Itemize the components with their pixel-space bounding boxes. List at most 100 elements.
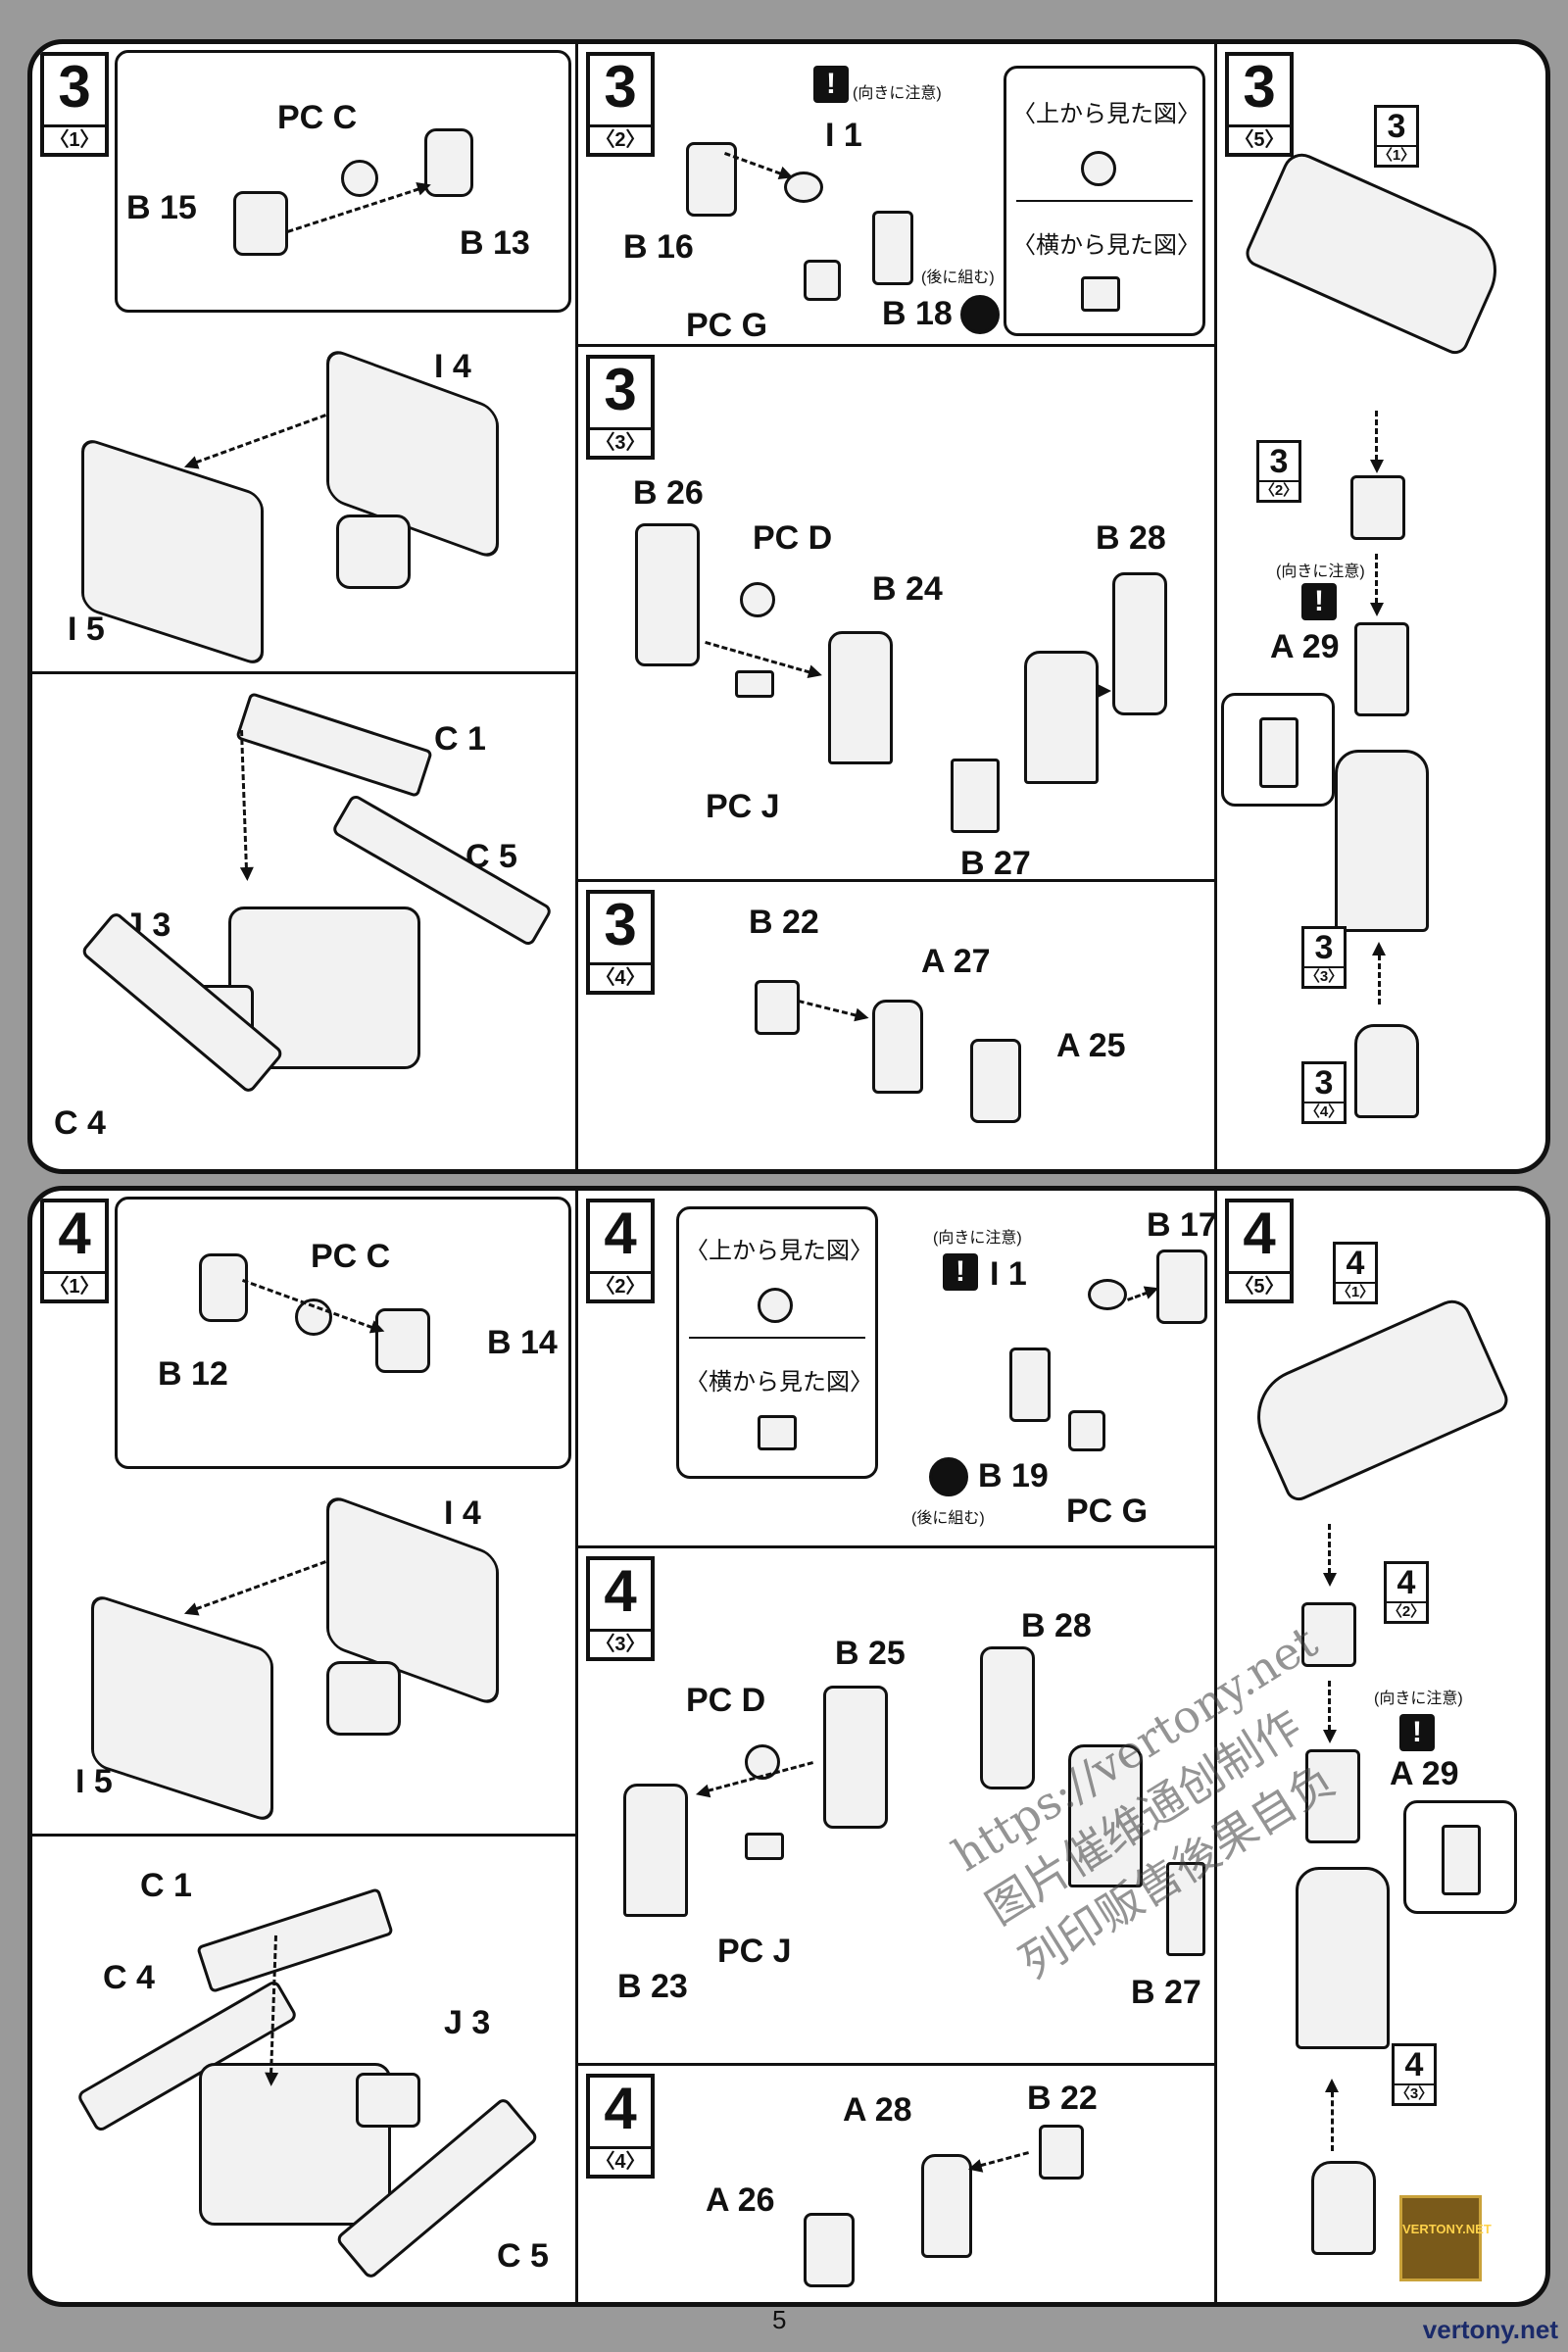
part-label: B 18	[882, 295, 953, 332]
ref-number: 4	[1396, 1564, 1416, 1601]
part-label: B 22	[1027, 2080, 1098, 2117]
step-reference: 3 〈3〉	[1301, 926, 1347, 989]
part-label: B 27	[960, 845, 1031, 879]
part-shape	[1335, 750, 1429, 932]
ref-number: 3	[1269, 443, 1289, 480]
part-shape	[980, 1646, 1035, 1789]
caution-note: (向きに注意)	[1374, 1690, 1463, 1707]
step-reference: 4 〈1〉	[1333, 1242, 1378, 1304]
step-badge: 3 〈1〉	[40, 52, 109, 157]
part-shape	[1156, 1250, 1207, 1324]
part-shape	[970, 1039, 1021, 1123]
assembly-arrow	[798, 1000, 865, 1019]
part-label: I 1	[825, 117, 862, 154]
step-number: 4	[604, 2076, 637, 2141]
part-shape	[233, 191, 288, 256]
part-shape	[735, 670, 774, 698]
part-shape	[81, 435, 264, 668]
part-label: A 25	[1056, 1027, 1126, 1064]
part-label: B 28	[1021, 1607, 1092, 1644]
ref-sub: 〈2〉	[1259, 480, 1298, 499]
part-shape	[1166, 1862, 1205, 1956]
part-shape	[740, 582, 775, 617]
part-shape	[755, 980, 800, 1035]
part-label: B 12	[158, 1355, 228, 1393]
part-shape	[1296, 1867, 1390, 2049]
caution-icon: !	[943, 1253, 978, 1291]
assembly-arrow	[1331, 2082, 1334, 2151]
caution-note: (向きに注意)	[1276, 564, 1365, 580]
part-shape	[921, 2154, 972, 2258]
part-label: B 22	[749, 904, 819, 941]
part-shape	[951, 759, 1000, 833]
part-label: A 27	[921, 943, 991, 980]
part-shape	[1081, 276, 1120, 312]
sub-step: 〈3〉	[590, 1629, 651, 1657]
assembly-arrow	[1127, 1288, 1156, 1301]
site-label: vertony.net	[1422, 2315, 1558, 2344]
divider	[575, 1545, 1214, 1548]
part-shape	[1024, 651, 1099, 784]
part-label: C 5	[497, 2237, 549, 2275]
step-number: 3	[58, 54, 91, 120]
top-view-title: 〈上から見た図〉	[1012, 101, 1200, 127]
detail-callout	[1221, 693, 1335, 807]
step-3-board: 3 〈1〉 PC C B 15 B 13 I 4 I 5 C 1 C 5 J 3…	[27, 39, 1550, 1174]
part-shape	[758, 1288, 793, 1323]
part-shape	[295, 1298, 332, 1336]
part-label: B 19	[978, 1457, 1049, 1494]
step-number: 3	[604, 357, 637, 422]
part-label: B 15	[126, 189, 197, 226]
divider	[1214, 1191, 1217, 2302]
step-badge: 3 〈3〉	[586, 355, 655, 460]
part-shape	[872, 211, 913, 285]
step-3-4: 3 〈4〉 B 22 A 27 A 25	[578, 882, 1214, 1169]
part-shape	[804, 260, 841, 301]
part-label: C 4	[54, 1104, 106, 1142]
part-label: C 1	[434, 720, 486, 758]
part-shape	[828, 631, 893, 764]
caution-icon: !	[813, 66, 849, 103]
part-shape	[745, 1744, 780, 1780]
assembly-arrow	[1375, 554, 1378, 612]
step-number: 4	[58, 1200, 91, 1266]
step-number: 4	[604, 1200, 637, 1266]
step-3-1: 3 〈1〉 PC C B 15 B 13 I 4 I 5 C 1 C 5 J 3…	[32, 44, 575, 1169]
assembly-arrow	[187, 1560, 326, 1614]
step-reference: 4 〈3〉	[1392, 2043, 1437, 2106]
step-number: 4	[1243, 1200, 1276, 1266]
step-number: 3	[604, 54, 637, 120]
caution-icon: !	[1301, 583, 1337, 620]
part-label: I 1	[990, 1255, 1027, 1293]
ref-sub: 〈3〉	[1304, 966, 1344, 985]
assembly-arrow	[187, 414, 326, 467]
step-number: 3	[604, 892, 637, 957]
page-number: 5	[772, 2305, 787, 2334]
step-3-2: 3 〈2〉 ! (向きに注意) I 1 B 16 PC G B 18 (後に組む…	[578, 44, 1214, 344]
part-shape	[635, 523, 700, 666]
part-shape	[375, 1308, 430, 1373]
part-shape	[228, 906, 420, 1069]
part-label: A 26	[706, 2181, 775, 2219]
assembly-arrow	[971, 2151, 1029, 2170]
part-label: PC C	[311, 1238, 391, 1275]
part-label: A 29	[1390, 1755, 1459, 1792]
sub-step: 〈5〉	[1229, 124, 1290, 153]
part-shape	[199, 1253, 248, 1322]
part-shape	[196, 1886, 394, 1994]
part-label: C 1	[140, 1867, 192, 1904]
step-reference: 3 〈1〉	[1374, 105, 1419, 168]
divider	[32, 1834, 575, 1837]
step-4-board: 4 〈1〉 PC C B 12 B 14 I 4 I 5 C 1 C 4 J 3…	[27, 1186, 1550, 2307]
step-4-3: 4 〈3〉 PC D B 25 B 28 B 23 PC J B 27	[578, 1548, 1214, 2063]
part-label: J 3	[444, 2004, 491, 2041]
part-label: B 28	[1096, 519, 1166, 557]
part-label: B 17	[1147, 1206, 1214, 1244]
ref-number: 3	[1314, 929, 1334, 966]
part-shape	[1350, 475, 1405, 540]
part-shape	[1259, 717, 1298, 788]
part-label: B 16	[623, 228, 694, 266]
step-number: 3	[1243, 54, 1276, 120]
divider	[575, 44, 578, 1169]
part-label: A 28	[843, 2091, 912, 2129]
